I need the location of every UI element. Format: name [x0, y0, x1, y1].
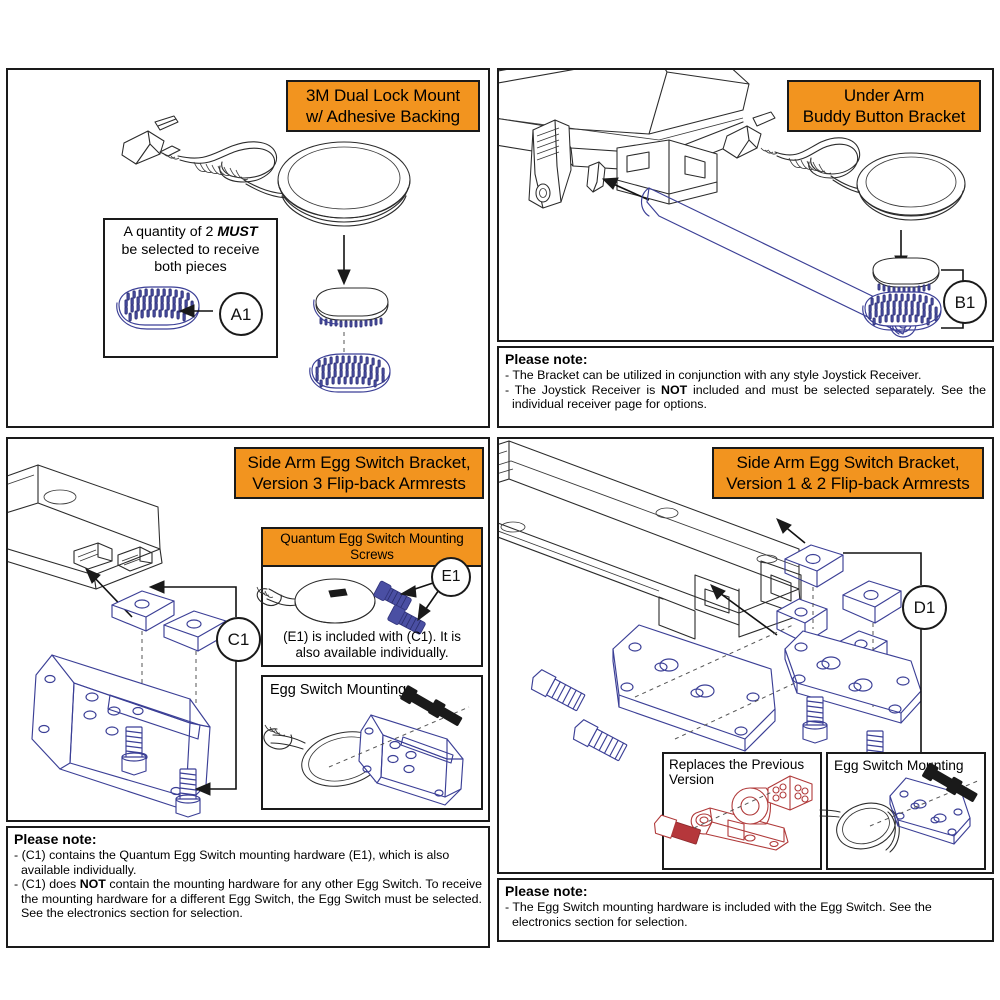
tag-line-2: Version 3 Flip-back Armrests [252, 474, 466, 493]
must-line-1-pre: A quantity of 2 [123, 224, 218, 240]
tag-line-2: w/ Adhesive Backing [305, 107, 461, 126]
tag-line-1: Side Arm Egg Switch Bracket, [736, 453, 960, 472]
quantity-must-text: A quantity of 2 MUST be selected to rece… [107, 224, 274, 277]
note-title: Please note: [505, 883, 588, 899]
must-emphasis: MUST [217, 224, 258, 240]
box-egg-switch-mounting-right: Egg Switch Mounting [819, 752, 986, 870]
drawing-side-arm-v1-v2 [499, 440, 922, 778]
drawing-egg-switch-mounting-left [263, 685, 470, 806]
callout-d1: D1 [902, 585, 947, 630]
note-bullet-2-post: included and must be selected separately… [512, 382, 986, 412]
note-title: Please note: [14, 831, 97, 847]
note-bullet-1: - (C1) contains the Quantum Egg Switch m… [14, 848, 450, 877]
callout-e1: E1 [431, 557, 471, 597]
drawing-previous-version-red [653, 775, 813, 851]
callout-a1: A1 [219, 292, 263, 336]
tag-line-1: Under Arm [843, 86, 925, 105]
panel-under-arm-buddy-button-bracket: Under Arm Buddy Button Bracket B1 [497, 68, 994, 342]
tag-side-arm-egg-switch-v1-v2: Side Arm Egg Switch Bracket, Version 1 &… [712, 447, 984, 499]
note-bullet-1: - The Bracket can be utilized in conjunc… [505, 368, 922, 382]
note-under-arm-bracket: Please note: - The Bracket can be utiliz… [497, 346, 994, 428]
box-egg-switch-mounting-left: Egg Switch Mounting [261, 675, 483, 810]
drawing-side-arm-v3 [8, 464, 237, 818]
note-bullet-2-bold: NOT [661, 382, 688, 397]
callout-e1-label: E1 [441, 568, 461, 586]
screws-caption-line-1: (E1) is included with (C1). It is [283, 629, 461, 644]
drawing-dual-lock-mount [121, 115, 411, 393]
callout-b1: B1 [943, 280, 987, 324]
note-bullet-2-pre: - (C1) does [14, 877, 80, 892]
note-bullet-1: - The Egg Switch mounting hardware is in… [505, 900, 932, 929]
drawing-quantum-screws [256, 578, 442, 635]
note-bullet-2-pre: - The Joystick Receiver is [505, 382, 662, 397]
tag-line-1: Side Arm Egg Switch Bracket, [247, 453, 471, 472]
replaces-title: Replaces the Previous Version [669, 757, 804, 787]
note-bullet-2: - (C1) does NOT contain the mounting har… [14, 877, 482, 921]
callout-c1-label: C1 [227, 630, 250, 649]
panel-side-arm-egg-switch-v1-v2: Side Arm Egg Switch Bracket, Version 1 &… [497, 437, 994, 874]
tag-3m-dual-lock-mount: 3M Dual Lock Mount w/ Adhesive Backing [286, 80, 480, 132]
box-quantum-egg-switch-screws: Quantum Egg Switch Mounting Screws [256, 527, 483, 667]
replaces-title-line-1: Replaces the Previous [669, 757, 805, 772]
screws-caption-line-2: also available individually. [295, 644, 449, 660]
tag-line-2: Buddy Button Bracket [802, 107, 966, 126]
replaces-title-line-2: Version [669, 772, 715, 787]
callout-b1-label: B1 [954, 292, 976, 312]
box-replaces-previous-version: Replaces the Previous Version [653, 752, 822, 870]
panel-side-arm-egg-switch-v3: Side Arm Egg Switch Bracket, Version 3 F… [6, 437, 490, 822]
note-bullet-2: - The Joystick Receiver is NOT included … [505, 383, 986, 412]
note-side-arm-v1-v2: Please note: - The Egg Switch mounting h… [497, 878, 994, 942]
tag-quantum-screws: Quantum Egg Switch Mounting Screws [261, 527, 483, 567]
note-title: Please note: [505, 351, 588, 367]
drawing-under-arm-bracket [499, 70, 966, 338]
screws-tag-line-1: Quantum Egg Switch Mounting [280, 531, 464, 546]
tag-under-arm-buddy-button: Under Arm Buddy Button Bracket [787, 80, 981, 132]
note-bullet-2-bold: NOT [79, 877, 106, 892]
tag-side-arm-egg-switch-v3: Side Arm Egg Switch Bracket, Version 3 F… [234, 447, 484, 499]
screws-caption: (E1) is included with (C1). It is also a… [267, 629, 477, 660]
callout-c1: C1 [216, 617, 261, 662]
must-line-3: both pieces [154, 259, 227, 275]
must-line-2: be selected to receive [121, 241, 260, 258]
egg-switch-mounting-title-left: Egg Switch Mounting [270, 682, 407, 698]
screws-tag-line-2: Screws [350, 547, 394, 562]
tag-line-2: Version 1 & 2 Flip-back Armrests [726, 474, 970, 493]
callout-a1-label: A1 [230, 304, 252, 324]
note-side-arm-v3: Please note: - (C1) contains the Quantum… [6, 826, 490, 948]
tag-line-1: 3M Dual Lock Mount [305, 86, 461, 105]
drawing-egg-switch-mounting-right [819, 762, 981, 853]
note-bullet-2-post: contain the mounting hardware for any ot… [21, 877, 482, 921]
panel-3m-dual-lock-mount: 3M Dual Lock Mount w/ Adhesive Backing A… [6, 68, 490, 428]
callout-d1-label: D1 [913, 598, 936, 617]
